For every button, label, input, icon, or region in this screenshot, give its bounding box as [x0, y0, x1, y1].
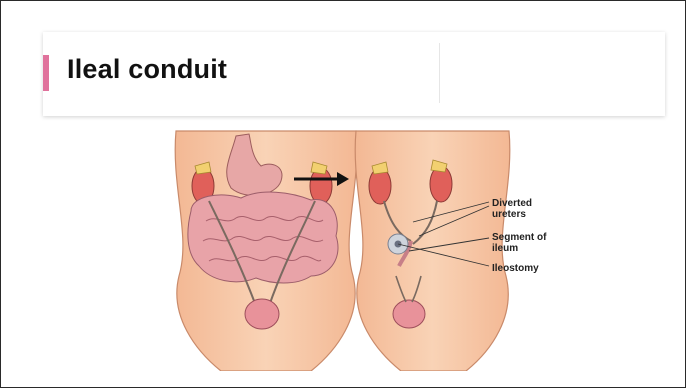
torso-before [175, 131, 357, 371]
label-segment-of-ileum: Segment of ileum [492, 232, 549, 254]
title-divider [439, 43, 440, 103]
bladder-before [245, 299, 279, 329]
label-diverted-ureters-line1: Diverted [492, 198, 532, 209]
slide-title: Ileal conduit [67, 54, 227, 85]
label-diverted-ureters: Diverted ureters [492, 198, 535, 220]
title-accent-bar [43, 55, 49, 91]
label-ileostomy: Ileostomy [492, 263, 539, 274]
label-diverted-ureters-line2: ureters [492, 209, 526, 220]
bladder-after [393, 300, 425, 328]
label-segment-of-ileum-line2: ileum [492, 243, 518, 254]
title-card: Ileal conduit [43, 32, 665, 116]
ileal-conduit-illustration: Diverted ureters Segment of ileum Ileost… [151, 126, 571, 371]
torso-after [355, 131, 510, 371]
label-segment-of-ileum-line1: Segment of [492, 232, 547, 243]
